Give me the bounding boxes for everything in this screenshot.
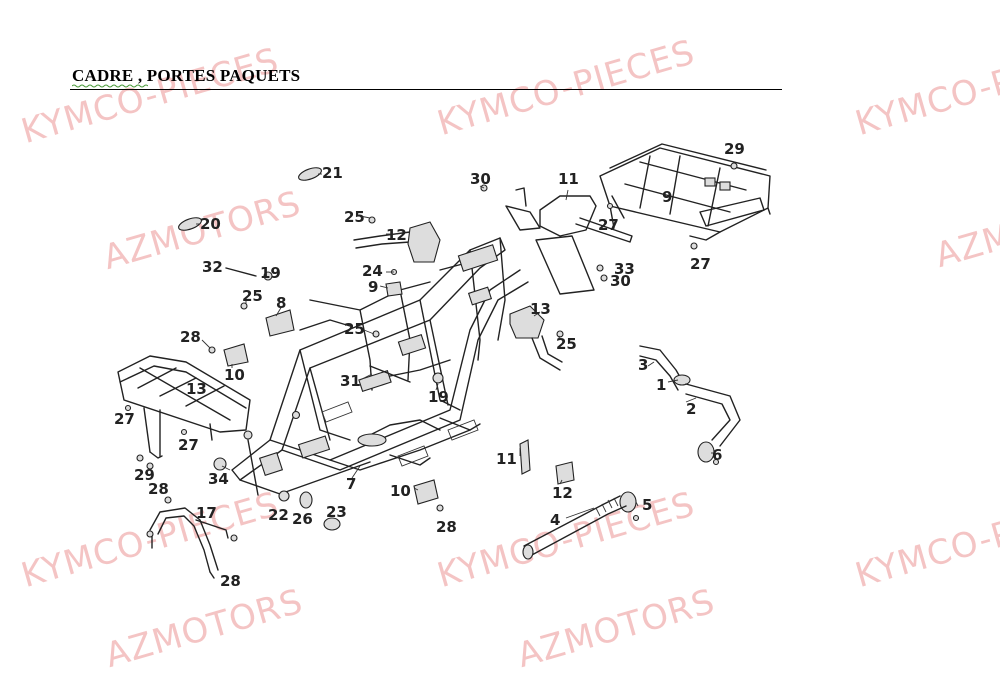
rear-carrier-bracket (505, 187, 633, 243)
callout-27-mid: 27 (178, 436, 199, 454)
clamp-20 (178, 217, 202, 231)
clamp-21 (298, 167, 322, 181)
callout-29-left: 29 (134, 466, 155, 484)
callout-24: 24 (362, 262, 383, 280)
callout-32: 32 (202, 258, 223, 276)
callout-6: 6 (712, 446, 723, 464)
bracket-8 (265, 309, 295, 337)
callout-8: 8 (276, 294, 287, 312)
title-rule (70, 89, 782, 90)
air-hose (639, 345, 741, 447)
callout-20: 20 (200, 215, 221, 233)
callout-27-left: 27 (114, 410, 135, 428)
callout-25-mid: 25 (344, 320, 365, 338)
bracket-9 (385, 281, 403, 297)
callout-7: 7 (346, 475, 357, 493)
bracket-10-upper (223, 343, 249, 367)
callout-13: 12 (386, 226, 407, 244)
callout-19-mid: 19 (428, 388, 449, 406)
callout-2: 2 (686, 400, 697, 418)
bracket-11 (519, 439, 531, 475)
clamp-6 (697, 441, 715, 463)
callout-12: 12 (552, 484, 573, 502)
callout-5: 5 (642, 496, 653, 514)
front-rack (117, 355, 251, 459)
callout-10-upper: 10 (224, 366, 245, 384)
callout-21: 21 (322, 164, 343, 182)
callout-23: 23 (326, 503, 347, 521)
callout-34: 34 (208, 470, 229, 488)
intake-duct-14 (509, 305, 563, 371)
bracket-12 (555, 461, 575, 485)
callout-16: 13 (186, 380, 207, 398)
clamp-5 (619, 491, 637, 513)
callout-25-left: 25 (242, 287, 263, 305)
callout-3: 3 (638, 356, 649, 374)
callout-25-top: 25 (344, 208, 365, 226)
callout-19-top: 19 (260, 264, 281, 282)
callout-11: 11 (496, 450, 517, 468)
bracket-10-lower (413, 479, 439, 505)
callout-28-left: 28 (180, 328, 201, 346)
page-title: CADRE , PORTES PAQUETS (72, 66, 301, 85)
callout-26: 26 (292, 510, 313, 528)
callout-10-lower: 10 (390, 482, 411, 500)
bolt-31 (369, 365, 411, 383)
callout-18: 17 (196, 504, 217, 522)
callout-30-top: 30 (470, 170, 491, 188)
callout-4: 4 (550, 511, 561, 529)
callout-33: 33 (614, 260, 635, 278)
callout-31: 31 (340, 372, 361, 390)
callout-14: 13 (530, 300, 551, 318)
callout-25-right: 25 (556, 335, 577, 353)
license-plate-bracket (535, 235, 595, 295)
callout-17: 11 (558, 170, 579, 188)
tube-4 (522, 495, 627, 560)
callout-28-lower: 28 (436, 518, 457, 536)
bolt-32 (225, 267, 257, 277)
callout-22: 22 (268, 506, 289, 524)
rear-rack (599, 143, 771, 241)
callout-9: 9 (368, 278, 379, 296)
fasteners (124, 162, 738, 542)
spellcheck-underline (72, 84, 148, 88)
callout-1: 1 (656, 376, 667, 394)
callout-28-bottom: 28 (220, 572, 241, 590)
callout-15: 9 (662, 188, 673, 206)
callout-30-right: 30 (610, 272, 631, 290)
callout-27-top: 27 (598, 216, 619, 234)
intake-duct-13 (353, 221, 441, 263)
callout-27-right: 27 (690, 255, 711, 273)
callout-28-front: 28 (148, 480, 169, 498)
leader-lines (196, 173, 713, 519)
callout-29-top: 29 (724, 140, 745, 158)
